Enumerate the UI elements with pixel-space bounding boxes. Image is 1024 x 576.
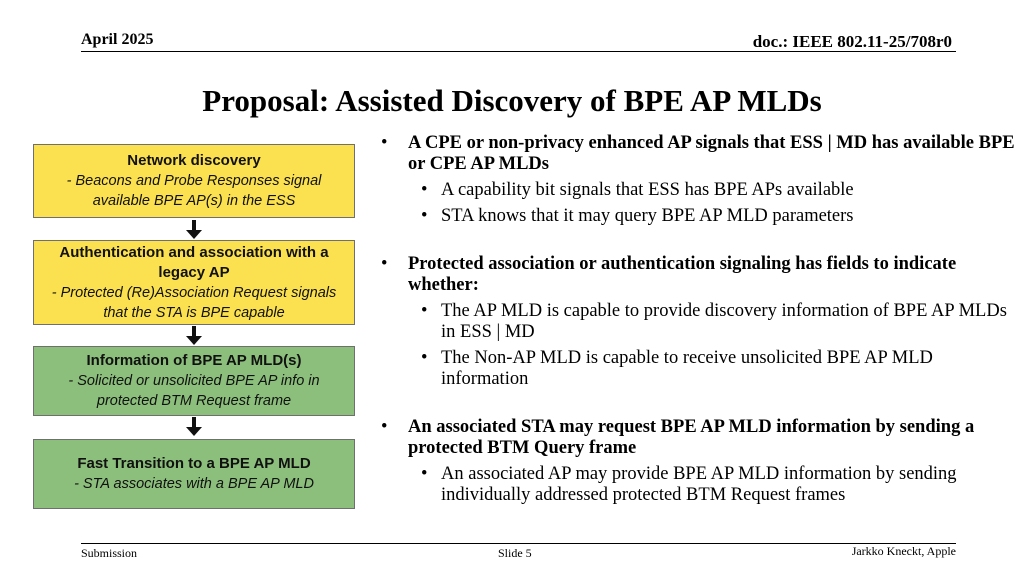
slide-title: Proposal: Assisted Discovery of BPE AP M… [202,83,822,118]
footer-divider [81,543,956,544]
flow-box-heading: Network discovery [127,152,261,169]
flow-box-body: - STA associates with a BPE AP MLD [74,476,314,492]
flow-box-bpe-info: Information of BPE AP MLD(s) - Solicited… [33,346,355,416]
flow-box-body: - Solicited or unsolicited BPE AP info i… [68,373,320,409]
arrow-down-icon [186,220,202,239]
sub-bullet-item: An associated AP may provide BPE AP MLD … [379,464,1019,506]
bullet-item: Protected association or authentication … [379,254,1019,296]
flow-box-authentication: Authentication and association with a le… [33,240,355,325]
flow-box-network-discovery: Network discovery - Beacons and Probe Re… [33,144,355,218]
header-divider [81,51,956,52]
arrow-down-icon [186,417,202,436]
footer-slide-number: Slide 5 [498,546,532,560]
bullet-gap [379,390,1019,417]
flow-box-heading: Authentication and association with a le… [59,243,329,281]
flow-box-fast-transition: Fast Transition to a BPE AP MLD - STA as… [33,439,355,509]
footer-author: Jarkko Kneckt, Apple [851,544,956,558]
footer-submission: Submission [81,546,138,560]
bullet-item: An associated STA may request BPE AP MLD… [379,417,1019,459]
sub-bullet-item: A capability bit signals that ESS has BP… [379,180,1019,201]
sub-bullet-item: The AP MLD is capable to provide discove… [379,301,1019,343]
flow-box-body: - Protected (Re)Association Request sign… [51,284,337,321]
sub-bullet-item: STA knows that it may query BPE AP MLD p… [379,206,1019,227]
bullet-gap [379,227,1019,254]
header-date: April 2025 [81,31,154,48]
flow-box-body: - Beacons and Probe Responses signal ava… [66,173,322,209]
arrow-down-icon [186,326,202,345]
flow-box-heading: Fast Transition to a BPE AP MLD [77,455,311,472]
flow-box-heading: Information of BPE AP MLD(s) [86,352,302,369]
header-doc-id: doc.: IEEE 802.11-25/708r0 [752,32,952,51]
bullet-item: A CPE or non-privacy enhanced AP signals… [379,133,1019,175]
sub-bullet-item: The Non-AP MLD is capable to receive uns… [379,348,1019,390]
bullet-list: A CPE or non-privacy enhanced AP signals… [379,133,1019,506]
